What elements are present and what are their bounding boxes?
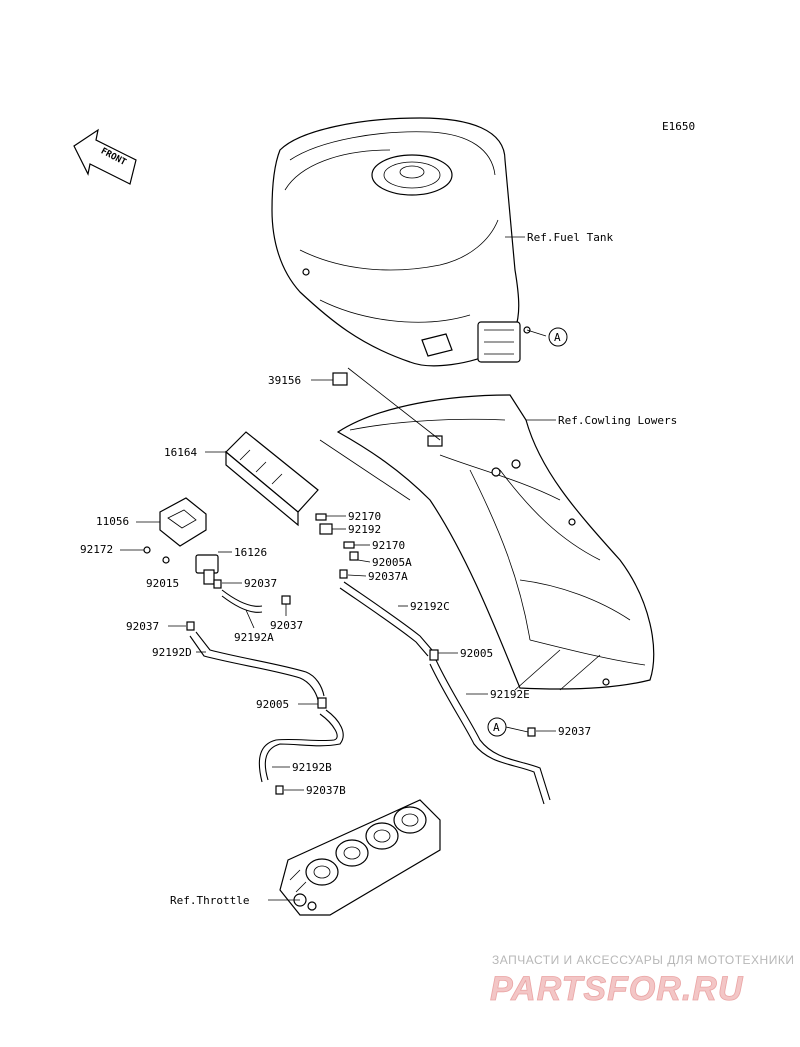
label-92192B: 92192B [292, 761, 332, 774]
bolt-92172 [143, 546, 151, 554]
label-92192C: 92192C [410, 600, 450, 613]
bracket-11056 [159, 497, 207, 547]
label-92170-a: 92170 [348, 510, 381, 523]
label-92037-a: 92037 [244, 577, 277, 590]
fitting-92005-a [429, 649, 439, 661]
label-92192A: 92192A [234, 631, 274, 644]
nut-92015 [162, 556, 170, 564]
label-16126: 16126 [234, 546, 267, 559]
fuel-tank-illustration [271, 117, 547, 367]
label-ref-cowling-lowers: Ref.Cowling Lowers [558, 414, 677, 427]
clamp-92170-a [315, 513, 327, 521]
hose-92192D [195, 631, 325, 697]
label-92005-b: 92005 [256, 698, 289, 711]
label-92172: 92172 [80, 543, 113, 556]
hose-92192A [221, 589, 263, 607]
watermark-tagline: ЗАПЧАСТИ И АКСЕССУАРЫ ДЛЯ МОТОТЕХНИКИ [492, 953, 794, 967]
svg-text:A: A [493, 721, 500, 734]
clamp-92037-c [186, 621, 195, 631]
label-39156: 39156 [268, 374, 301, 387]
cowling-lowers-illustration [336, 394, 655, 691]
label-92192: 92192 [348, 523, 381, 536]
label-92037-c: 92037 [126, 620, 159, 633]
clamp-92037-b [281, 595, 291, 605]
canister-16164 [225, 431, 319, 527]
clamp-92037-d [527, 727, 536, 737]
label-16164: 16164 [164, 446, 197, 459]
clamp-92037B [275, 785, 284, 795]
label-92192D: 92192D [152, 646, 192, 659]
clamp-92170-b [343, 541, 355, 549]
label-ref-throttle: Ref.Throttle [170, 894, 249, 907]
watermark-brand: PARTSFOR.RU [490, 970, 744, 1008]
fitting-92005A [349, 551, 359, 561]
callout-a-bottom: A [487, 717, 507, 737]
label-92005-a: 92005 [460, 647, 493, 660]
valve-16126 [195, 554, 219, 585]
label-92037-b: 92037 [270, 619, 303, 632]
diagram-code: E1650 [662, 120, 695, 133]
clamp-92037A [339, 569, 348, 579]
hose-92192C [343, 581, 433, 651]
hose-92192 [319, 523, 333, 535]
label-92037A: 92037A [368, 570, 408, 583]
label-92170-b: 92170 [372, 539, 405, 552]
hose-92192E [435, 659, 551, 801]
clamp-92037-a [213, 579, 222, 589]
label-92037B: 92037B [306, 784, 346, 797]
part-39156 [332, 372, 348, 386]
front-arrow-icon: FRONT [73, 128, 137, 185]
callout-a-top: A [548, 327, 568, 347]
fitting-92005-b [317, 697, 327, 709]
label-11056: 11056 [96, 515, 129, 528]
label-ref-fuel-tank: Ref.Fuel Tank [527, 231, 613, 244]
label-92005A: 92005A [372, 556, 412, 569]
throttle-body-illustration [279, 799, 441, 916]
label-92192E: 92192E [490, 688, 530, 701]
label-92015: 92015 [146, 577, 179, 590]
label-92037-d: 92037 [558, 725, 591, 738]
svg-text:A: A [554, 331, 561, 344]
hose-92192B [264, 709, 344, 781]
